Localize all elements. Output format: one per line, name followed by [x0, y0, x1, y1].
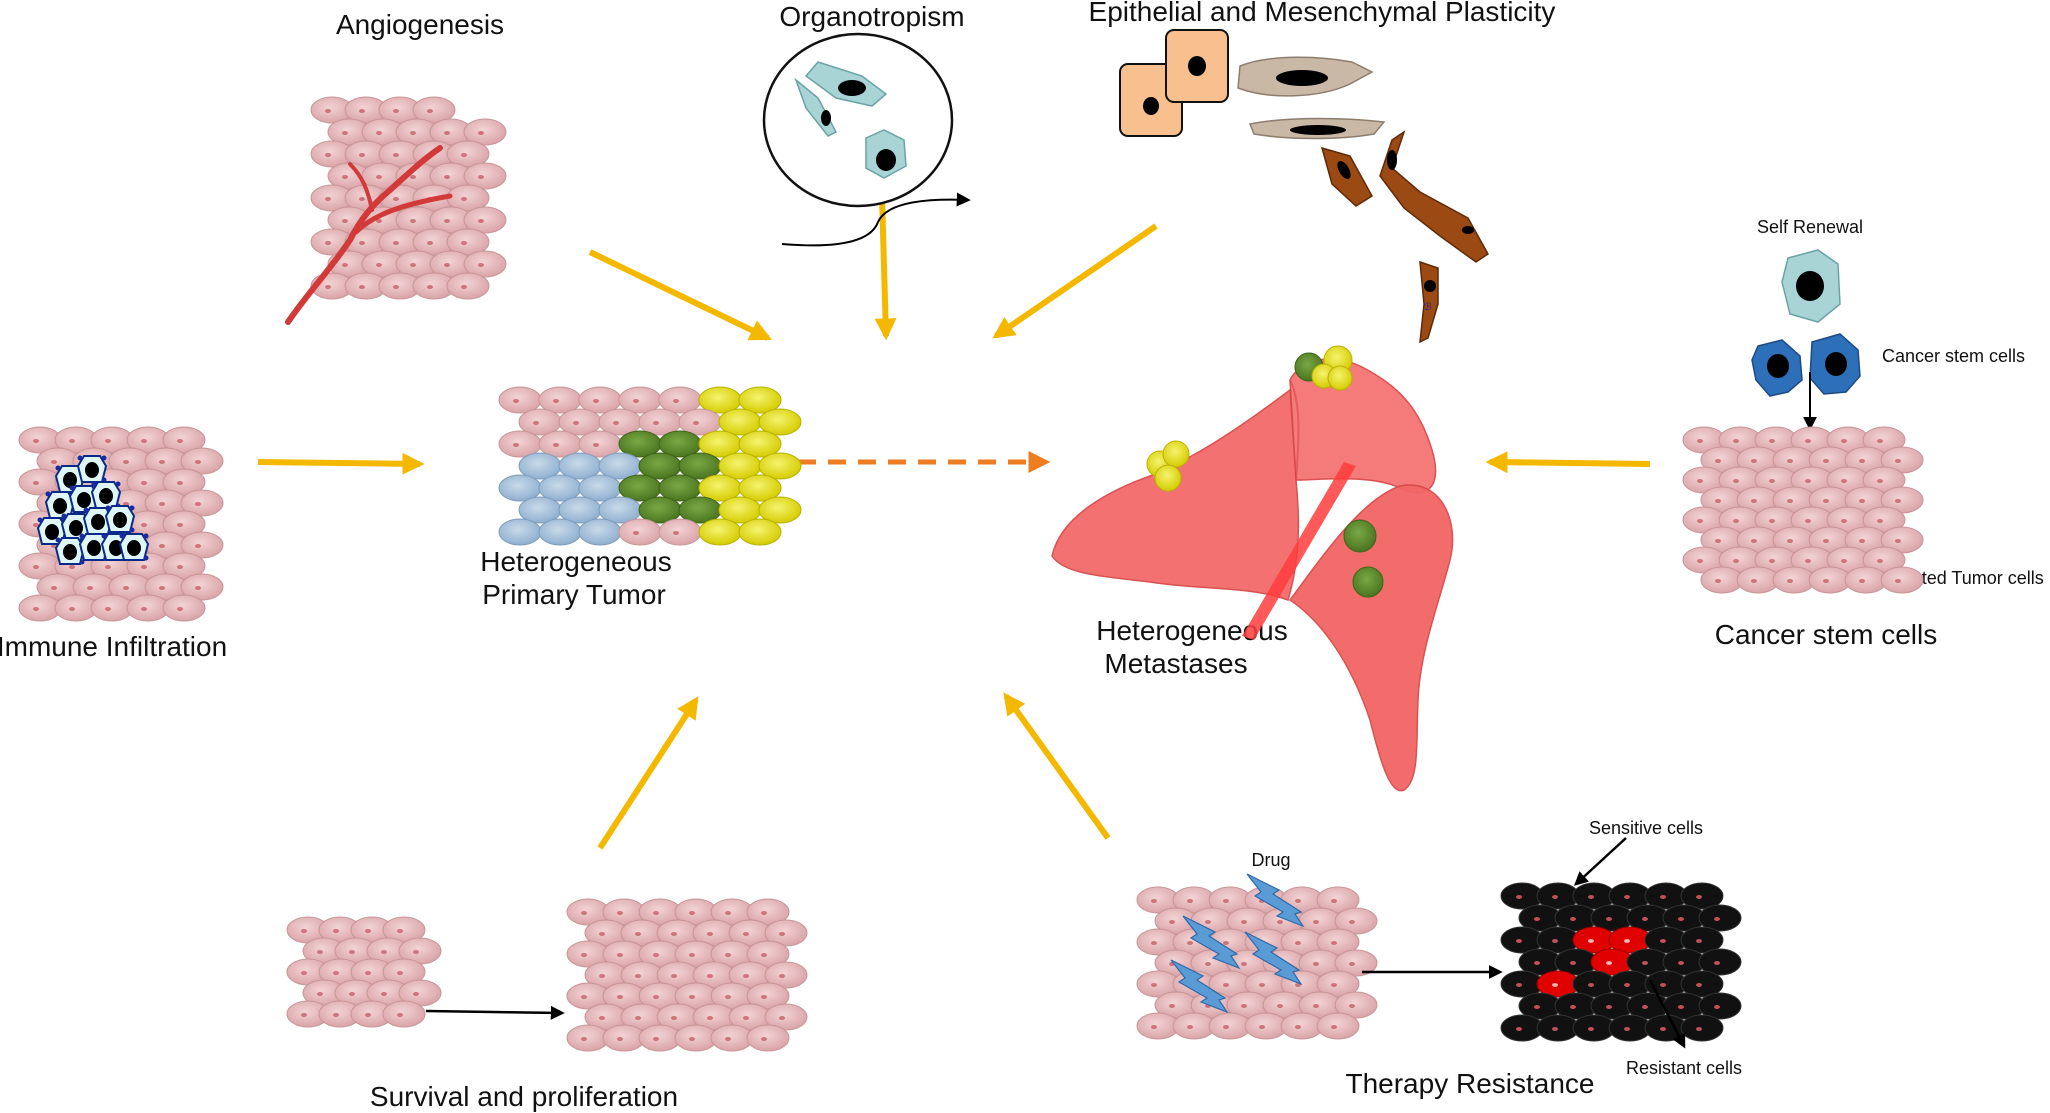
plasticity-illustration: ℬ [1119, 29, 1489, 344]
resistant-cells-pointer [1648, 979, 1686, 1049]
immune-infiltration-tissue [18, 426, 224, 622]
tissue-cell [618, 518, 662, 546]
blood-vessel-branch-icon [348, 162, 374, 212]
immune-cell-icon [54, 536, 86, 566]
primary-tumor-label-line2: Primary Tumor [482, 579, 666, 610]
yellow-arrows [257, 195, 1651, 850]
therapy-resistance-label: Therapy Resistance [1345, 1068, 1594, 1099]
svg-text:ℬ: ℬ [1424, 302, 1432, 313]
cancer-stem-cells-title: Cancer stem cells [1715, 619, 1938, 650]
lung-lower-right-lobe [1288, 484, 1454, 792]
arrow-plasticity-to-tumor [992, 223, 1158, 339]
immune-cell-icon [90, 480, 122, 510]
organotropism-arrow [781, 192, 971, 247]
self-renewal-label: Self Renewal [1757, 217, 1863, 237]
heterogeneous-primary-tumor [498, 386, 802, 546]
sensitive-cells-pointer [1573, 837, 1627, 886]
tissue-cell [498, 518, 542, 546]
survival-proliferation-illustration [286, 898, 808, 1052]
immune-cell-icon [104, 504, 136, 534]
tissue-cell [446, 272, 490, 300]
arrow-organotropism-to-tumor [874, 195, 897, 341]
cancer-stem-cells-label: Cancer stem cells [1882, 346, 2025, 366]
tissue-cell [658, 518, 702, 546]
arrow-therapy-to-tumor [1003, 692, 1111, 840]
tissue-cell [162, 594, 206, 622]
proliferation-arrow [425, 1005, 565, 1020]
plasticity-label: Epithelial and Mesenchymal Plasticity [1089, 0, 1556, 27]
drug-label: Drug [1251, 850, 1290, 870]
tissue-cell [1880, 566, 1924, 594]
metastatic-clones [1146, 345, 1384, 598]
lung-airway [1242, 462, 1356, 640]
angiogenesis-tissue [285, 96, 507, 325]
tissue-cell [578, 518, 622, 546]
mesenchymal-brown-cell [1379, 130, 1489, 263]
lung-left-lobe [1051, 388, 1300, 601]
immune-cell-icon [76, 454, 108, 484]
immune-infiltration-label: Immune Infiltration [0, 631, 227, 662]
tissue-cell [746, 1024, 790, 1052]
stem-cell-icon [794, 61, 907, 179]
metastases-label-line2: Metastases [1104, 648, 1247, 679]
tissue-cell [538, 518, 582, 546]
blood-vessel-branch-icon [353, 193, 453, 235]
sensitive-cells-label: Sensitive cells [1589, 818, 1703, 838]
tissue-cell [1316, 1012, 1360, 1040]
organotropism-illustration [762, 32, 971, 247]
blood-vessel-icon [285, 145, 443, 325]
tissue-cell [382, 1000, 426, 1028]
lung-icon [1051, 345, 1454, 792]
therapy-resistance-illustration [1136, 837, 1742, 1049]
organ-circle [762, 32, 954, 208]
angiogenesis-label: Angiogenesis [336, 9, 504, 40]
arrow-csc-to-metastases [1485, 451, 1651, 474]
resistant-cells-label: Resistant cells [1626, 1058, 1742, 1078]
primary-tumor-label-line1: Heterogeneous [480, 546, 671, 577]
arrow-angiogenesis-to-tumor [588, 249, 772, 341]
survival-label: Survival and proliferation [370, 1081, 678, 1112]
immune-cell-icon [118, 532, 150, 562]
tissue-cell [738, 518, 782, 546]
arrow-survival-to-tumor [597, 696, 699, 850]
tissue-cell [698, 518, 742, 546]
tissue-cell [1680, 1014, 1724, 1042]
cancer-stem-cells-illustration [1682, 249, 1924, 594]
arrow-immune-to-tumor [257, 452, 425, 475]
organotropism-label: Organotropism [779, 1, 964, 32]
